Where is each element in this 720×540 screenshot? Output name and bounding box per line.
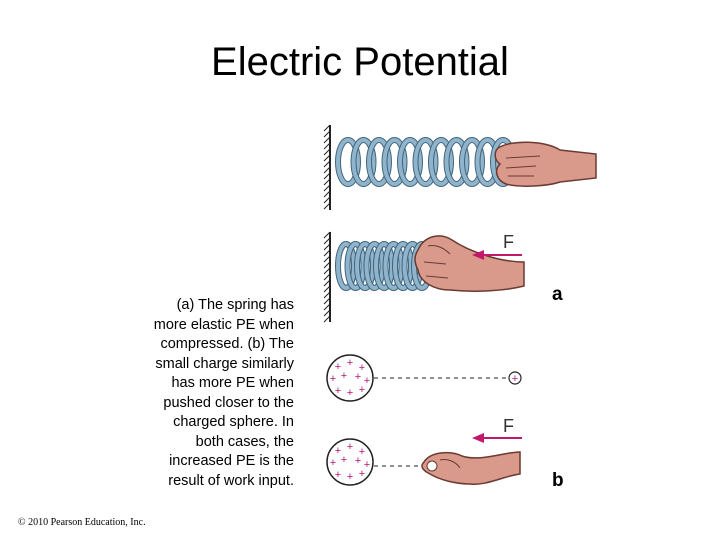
panel-a-label: a <box>552 284 563 305</box>
small-charge: + <box>508 371 522 385</box>
charge-plus: + <box>341 370 347 382</box>
charge-plus: + <box>359 384 365 396</box>
spring-coil <box>367 138 391 186</box>
wall-top <box>323 124 331 210</box>
copyright-notice: © 2010 Pearson Education, Inc. <box>18 517 146 528</box>
figure-caption: (a) The spring has more elastic PE when … <box>94 296 294 491</box>
slide-title: Electric Potential <box>211 40 509 84</box>
charge-plus: + <box>347 387 353 399</box>
charged-sphere-bottom: ++++++++++ <box>326 438 374 486</box>
spring-coil <box>351 138 376 186</box>
spring-coil <box>460 138 484 186</box>
caption-line: has more PE when <box>171 375 294 391</box>
spring-coil <box>336 138 360 186</box>
caption-line: increased PE is the <box>169 453 294 469</box>
charged-sphere-top: ++++++++++ <box>326 354 374 402</box>
force-arrow-a <box>472 250 522 260</box>
caption-line: pushed closer to the <box>163 394 294 411</box>
spring-coil <box>382 138 407 186</box>
wall-bottom <box>323 231 331 323</box>
hand-icon <box>494 141 597 187</box>
charge-plus: + <box>347 357 353 369</box>
charge-plus: + <box>335 445 341 457</box>
charge-plus: + <box>330 457 336 469</box>
panel-b-label: b <box>552 470 564 491</box>
charge-plus: + <box>359 446 365 458</box>
spring-coil <box>444 138 469 186</box>
force-label-b: F <box>503 416 514 436</box>
charge-plus: + <box>359 468 365 480</box>
charge-plus: + <box>364 375 370 387</box>
force-label-a: F <box>503 232 514 252</box>
charge-plus: + <box>347 441 353 453</box>
charge-plus: + <box>335 385 341 397</box>
charge-plus: + <box>355 371 361 383</box>
charge-plus: + <box>330 373 336 385</box>
spring-coil <box>429 138 453 186</box>
charge-plus: + <box>359 362 365 374</box>
force-arrow-b <box>472 433 522 443</box>
caption-line: both cases, the <box>195 433 294 450</box>
caption-line: result of work input. <box>168 472 294 489</box>
caption-line: compressed. (b) The <box>160 336 294 352</box>
charge-plus: + <box>355 455 361 467</box>
charge-plus: + <box>335 469 341 481</box>
charge-plus: + <box>512 373 518 385</box>
charge-plus: + <box>341 454 347 466</box>
charge-plus: + <box>364 459 370 471</box>
hand-icon <box>421 451 521 485</box>
hand-icon <box>414 235 525 292</box>
charge-plus: + <box>335 361 341 373</box>
caption-line: charged sphere. In <box>173 414 294 430</box>
caption-line: more elastic PE when <box>153 316 294 333</box>
spring-relaxed <box>335 137 516 187</box>
caption-line: (a) The spring has <box>176 297 294 313</box>
spring-coil <box>413 138 438 186</box>
charge-plus: + <box>347 471 353 483</box>
caption-line: small charge similarly <box>155 355 294 372</box>
spring-coil <box>398 138 422 186</box>
